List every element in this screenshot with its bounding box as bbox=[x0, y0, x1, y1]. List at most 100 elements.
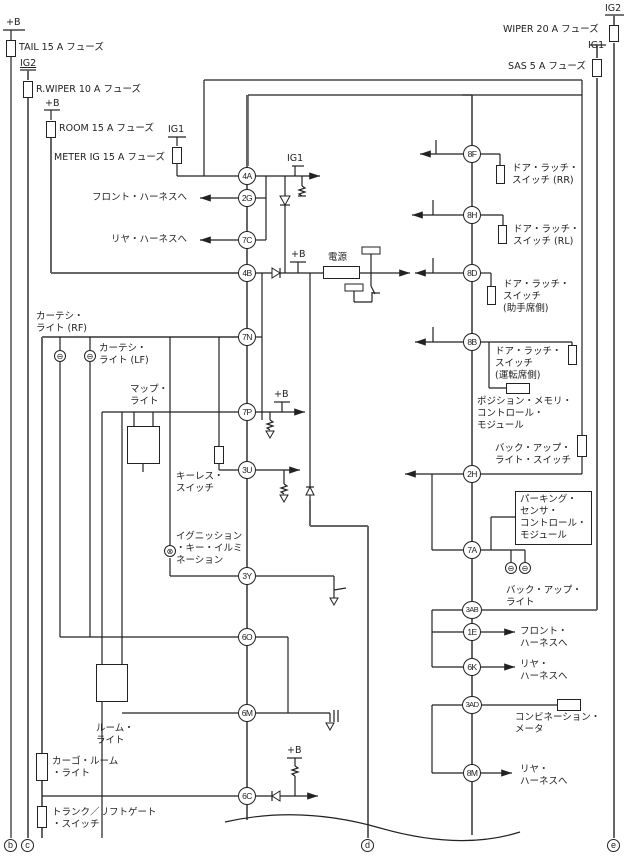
rail-b bbox=[3, 29, 25, 838]
ignition-key-illumination-label: イグニッション・キー・イルミネーション bbox=[176, 531, 243, 567]
label-line: バック・アップ・ bbox=[495, 443, 571, 454]
supply-plus-b: +B bbox=[287, 745, 302, 756]
terminal-d: d bbox=[361, 839, 374, 852]
connector-4A: 4A bbox=[238, 167, 256, 185]
connector-6K: 6K bbox=[463, 658, 481, 676]
door-latch-switch-rr-icon bbox=[496, 165, 505, 184]
label-line: (助手席側) bbox=[503, 303, 549, 314]
trunk-liftgate-switch-icon bbox=[37, 806, 47, 828]
r-wiper-fuse-icon bbox=[23, 81, 33, 98]
label-line: スイッチ (RR) bbox=[512, 175, 574, 186]
label-line: ハーネスへ bbox=[520, 671, 568, 682]
label-line: センサ・ bbox=[520, 506, 559, 517]
label-line: ハーネスへ bbox=[520, 776, 568, 787]
terminal-e: e bbox=[607, 839, 620, 852]
door-latch-switch-passenger-label: ドア・ラッチ・スイッチ(助手席側) bbox=[503, 279, 570, 315]
backup-light-bulb-icon: ⊖ bbox=[519, 562, 531, 574]
label-line: ・ライト bbox=[52, 768, 91, 779]
position-memory-module-box bbox=[506, 383, 530, 394]
label-line: コントロール・ bbox=[477, 408, 544, 419]
backup-light-switch-label: バック・アップ・ライト・スイッチ bbox=[495, 443, 571, 467]
connector-6O: 6O bbox=[238, 628, 256, 646]
front-harness-label: フロント・ハーネスへ bbox=[520, 626, 568, 650]
label-line: スイッチ (RL) bbox=[513, 236, 574, 247]
door-latch-switch-driver-label: ドア・ラッチ・スイッチ(運転席側) bbox=[495, 346, 562, 382]
label-line: マップ・ bbox=[130, 384, 169, 395]
label-line: ドア・ラッチ・ bbox=[512, 163, 579, 174]
terminal-b: b bbox=[4, 839, 17, 852]
label-line: ライト bbox=[130, 396, 159, 407]
connector-7C: 7C bbox=[238, 231, 256, 249]
door-switch-lines bbox=[412, 140, 573, 389]
room-fuse-label: ROOM 15 A フューズ bbox=[59, 123, 154, 134]
r-wiper-fuse-label: R.WIPER 10 A フューズ bbox=[36, 84, 141, 95]
label-line: ライト bbox=[506, 597, 535, 608]
connector-8B: 8B bbox=[463, 333, 481, 351]
label-line: スイッチ bbox=[503, 291, 542, 302]
connector-6C: 6C bbox=[238, 787, 256, 805]
tail-fuse-label: TAIL 15 A フューズ bbox=[19, 42, 104, 53]
room-fuse-icon bbox=[46, 121, 56, 138]
courtesy-light-rf-label: カーテシ・ライト (RF) bbox=[36, 311, 87, 335]
room-light-label: ルーム・ライト bbox=[96, 723, 134, 747]
wiper-fuse-icon bbox=[609, 25, 619, 42]
label-line: リヤ・ bbox=[520, 659, 549, 670]
rear-harness-label: リヤ・ハーネスへ bbox=[111, 234, 188, 245]
door-latch-switch-rr-label: ドア・ラッチ・スイッチ (RR) bbox=[512, 163, 579, 187]
supply-plus-b: +B bbox=[291, 249, 306, 260]
courtesy-light-lf-bulb-icon: ⊖ bbox=[84, 350, 96, 362]
label-line: ドア・ラッチ・ bbox=[503, 279, 570, 290]
supply-plus-b: +B bbox=[274, 389, 289, 400]
power-label: 電源 bbox=[328, 252, 348, 263]
label-line: キーレス・ bbox=[176, 471, 224, 482]
connector-8M: 8M bbox=[463, 764, 481, 782]
map-light-label: マップ・ライト bbox=[130, 384, 168, 408]
map-light-unit-icon bbox=[127, 426, 160, 464]
label-line: カーゴ・ルーム bbox=[52, 756, 119, 767]
door-latch-switch-driver-icon bbox=[568, 345, 577, 365]
supply-ig1: IG1 bbox=[287, 153, 304, 164]
door-latch-switch-rl-label: ドア・ラッチ・スイッチ (RL) bbox=[513, 224, 580, 248]
connector-3Y: 3Y bbox=[238, 567, 256, 585]
door-latch-switch-rl-icon bbox=[498, 225, 507, 244]
connector-2H: 2H bbox=[463, 465, 481, 483]
sas-fuse-icon bbox=[592, 59, 602, 77]
ignition-key-illumination-bulb-icon: ⊗ bbox=[164, 545, 176, 557]
keyless-switch-icon bbox=[214, 446, 224, 464]
connector-3AD: 3AD bbox=[462, 696, 482, 714]
terminal-c: c bbox=[21, 839, 34, 852]
label-line: (運転席側) bbox=[495, 370, 541, 381]
label-line: ・キー・イルミ bbox=[176, 543, 243, 554]
label-line: ドア・ラッチ・ bbox=[513, 224, 580, 235]
connector-2G: 2G bbox=[238, 189, 256, 207]
cargo-room-light-label: カーゴ・ルーム・ライト bbox=[52, 756, 118, 780]
supply-ig2: IG2 bbox=[605, 3, 622, 14]
rear-harness-label: リヤ・ハーネスへ bbox=[520, 659, 568, 683]
label-line: スイッチ bbox=[176, 483, 215, 494]
label-line: トランク／リフトゲート bbox=[52, 807, 157, 818]
label-line: フロント・ bbox=[520, 626, 568, 637]
label-line: ライト bbox=[96, 735, 125, 746]
label-line: ドア・ラッチ・ bbox=[495, 346, 562, 357]
label-line: カーテシ・ bbox=[36, 311, 84, 322]
position-memory-module-label: ポジション・メモリ・コントロール・モジュール bbox=[477, 396, 572, 432]
trunk-liftgate-switch-label: トランク／リフトゲート・スイッチ bbox=[52, 807, 157, 831]
room-light-unit-icon bbox=[96, 664, 128, 702]
rail-c bbox=[20, 69, 36, 838]
supply-ig1: IG1 bbox=[588, 40, 605, 51]
connector-7A: 7A bbox=[463, 541, 481, 559]
label-line: イグニッション bbox=[176, 531, 243, 542]
connector-8F: 8F bbox=[463, 145, 481, 163]
label-line: ポジション・メモリ・ bbox=[477, 396, 573, 407]
connector-3U: 3U bbox=[238, 461, 256, 479]
label-line: ライト (LF) bbox=[99, 355, 149, 366]
room-fuse-rail bbox=[44, 109, 238, 274]
label-line: ハーネスへ bbox=[520, 638, 568, 649]
backup-light-switch-icon bbox=[577, 435, 587, 457]
cargo-room-light-icon bbox=[36, 753, 48, 781]
label-line: ライト・スイッチ bbox=[495, 455, 572, 466]
label-line: コントロール・ bbox=[520, 518, 587, 529]
connector-7P: 7P bbox=[238, 403, 256, 421]
label-line: カーテシ・ bbox=[99, 343, 147, 354]
